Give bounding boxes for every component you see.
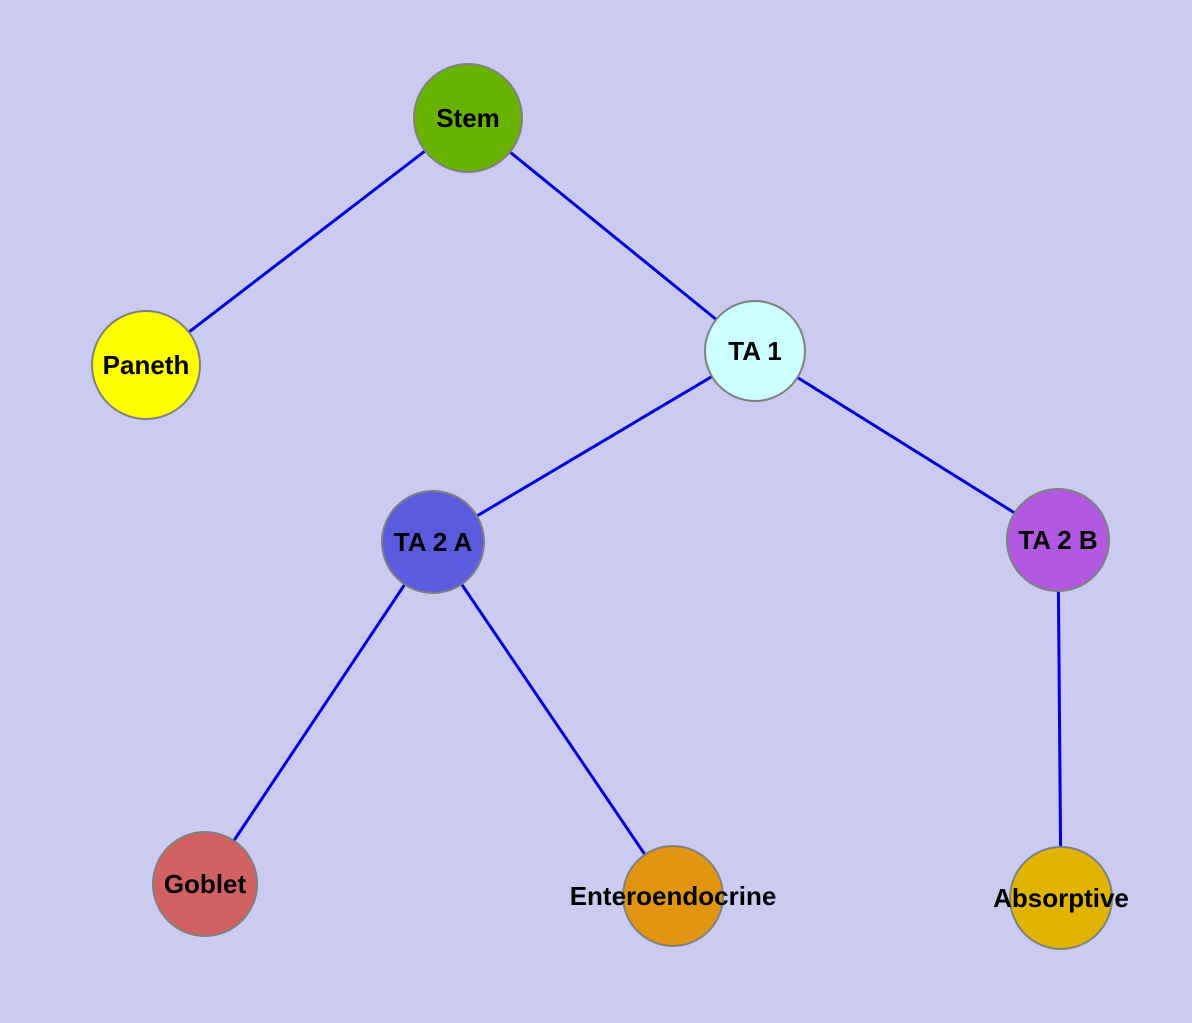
node-circle-stem[interactable]	[413, 63, 523, 173]
node-stem[interactable]: Stem	[413, 63, 523, 173]
node-ta2b[interactable]: TA 2 B	[1006, 488, 1110, 592]
node-circle-ta2a[interactable]	[381, 490, 485, 594]
edge-ta2a-goblet	[203, 540, 435, 886]
node-circle-ta2b[interactable]	[1006, 488, 1110, 592]
edge-ta1-ta2b	[753, 349, 1060, 542]
edge-ta2b-absorptive	[1056, 538, 1063, 900]
node-circle-absorptive[interactable]	[1009, 846, 1113, 950]
node-ta2a[interactable]: TA 2 A	[381, 490, 485, 594]
node-absorptive[interactable]: Absorptive	[993, 846, 1129, 950]
node-circle-enteroendocrine[interactable]	[622, 845, 724, 947]
edge-stem-paneth	[144, 116, 470, 367]
node-circle-goblet[interactable]	[152, 831, 258, 937]
node-paneth[interactable]: Paneth	[91, 310, 201, 420]
node-goblet[interactable]: Goblet	[152, 831, 258, 937]
edges-layer	[144, 116, 1063, 900]
node-ta1[interactable]: TA 1	[704, 300, 806, 402]
node-circle-ta1[interactable]	[704, 300, 806, 402]
edge-ta1-ta2a	[431, 349, 757, 544]
node-enteroendocrine[interactable]: Enteroendocrine	[570, 845, 777, 947]
edge-ta2a-enteroendocrine	[431, 540, 675, 898]
node-circle-paneth[interactable]	[91, 310, 201, 420]
edge-stem-ta1	[466, 116, 757, 353]
